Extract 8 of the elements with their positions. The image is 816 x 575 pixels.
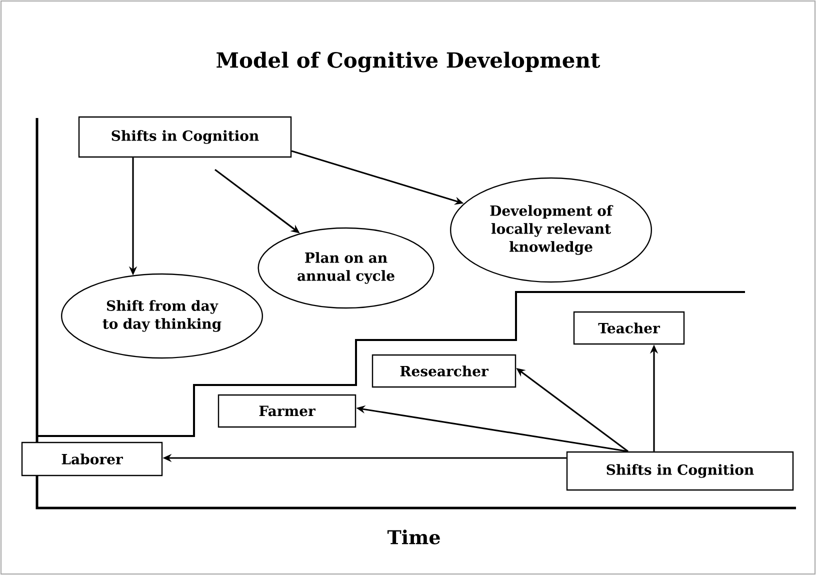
axis-label: Time [387,530,440,544]
label-box: Farmer [218,394,356,428]
label-box: Researcher [372,354,516,388]
label-box: Shifts in Cognition [566,451,794,491]
label-box: Shifts in Cognition [78,116,292,158]
label-box: Laborer [21,442,163,476]
label-box: Teacher [573,311,685,345]
title: Model of Cognitive Development [216,52,600,72]
